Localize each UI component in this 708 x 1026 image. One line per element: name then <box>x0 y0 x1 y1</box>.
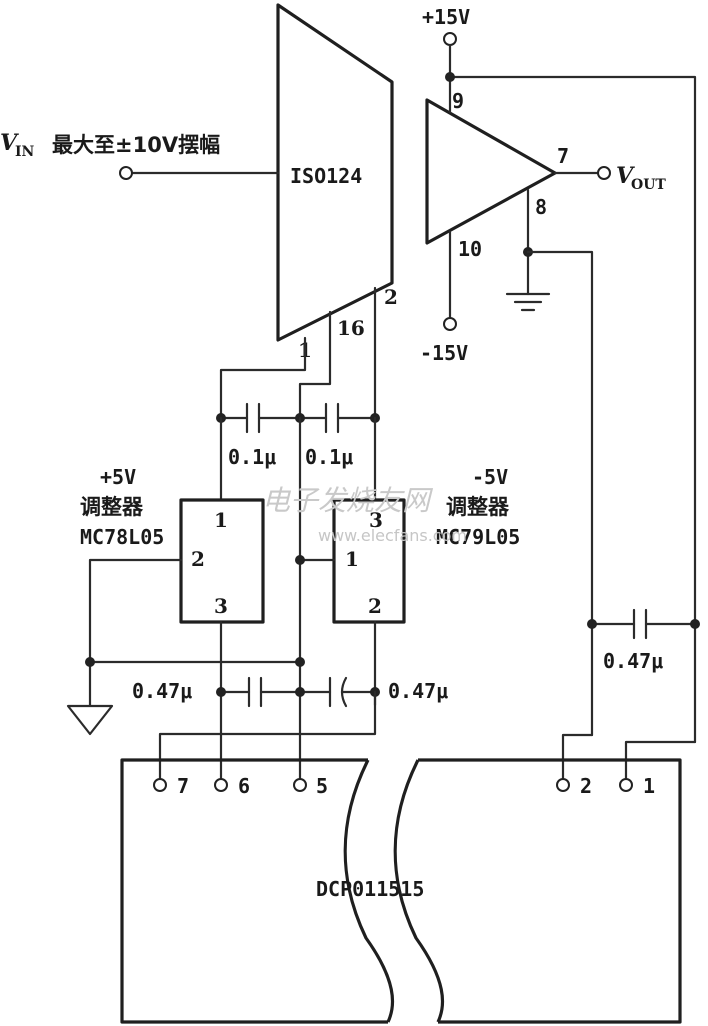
dcp-pin-1-label: 1 <box>643 774 655 798</box>
neg-reg-pin2: 2 <box>368 594 382 618</box>
pos-reg-pin2: 2 <box>191 547 205 571</box>
iso124-label: ISO124 <box>290 164 362 188</box>
dcp-pin-2 <box>556 778 570 792</box>
chassis-ground-icon <box>66 704 114 736</box>
vout-subscript: OUT <box>631 177 666 193</box>
neg15v-label: -15V <box>420 341 468 365</box>
input-terminal <box>119 166 133 180</box>
dcp-pin-6-label: 6 <box>238 774 250 798</box>
dcp-pin-7-label: 7 <box>177 774 189 798</box>
junction-dot <box>295 657 305 667</box>
dcp-body-right <box>418 758 682 1024</box>
c5-value: 0.47μ <box>603 649 663 673</box>
dcp-pin2-wire <box>561 733 594 780</box>
watermark-title: 电子发烧友网 <box>262 484 434 517</box>
iso124-pin-2: 2 <box>384 285 398 309</box>
opamp-pin-9: 9 <box>452 89 464 113</box>
pos-reg-type: 调整器 <box>80 495 144 519</box>
dcp-pin-1 <box>619 778 633 792</box>
dcp-pin7-wire <box>158 690 377 780</box>
pos-reg-pin2-wire <box>88 558 183 707</box>
iso124-body <box>276 3 394 342</box>
dcp-pin-2-label: 2 <box>580 774 592 798</box>
junction-dot <box>587 619 597 629</box>
neg-reg-pin1: 1 <box>345 547 359 571</box>
opamp-pin-7: 7 <box>557 144 569 168</box>
watermark-url: www.elecfans.com <box>318 526 467 545</box>
dcp-break-right <box>393 759 445 1023</box>
vout-label: V OUT <box>616 163 666 193</box>
iso-pin1-wire <box>219 336 307 420</box>
pos15v-terminal <box>443 32 457 46</box>
dcp-pin-5 <box>293 778 307 792</box>
c2-value: 0.1μ <box>305 445 353 469</box>
iso124-pin-16: 16 <box>337 316 365 340</box>
gnd-to-dcp-wire <box>526 250 594 737</box>
junction-dot <box>690 619 700 629</box>
neg-reg-type: 调整器 <box>446 495 510 519</box>
dcp-pin-6 <box>214 778 228 792</box>
pos-reg-part: MC78L05 <box>80 525 164 549</box>
vin-subscript: IN <box>15 144 35 160</box>
dcp-label: DCP011515 <box>316 877 424 901</box>
vin-range-text: 最大至±10V摆幅 <box>52 133 220 157</box>
vout-letter: V <box>616 163 635 189</box>
junction-dot <box>85 657 95 667</box>
neg-reg-pin3: 3 <box>369 508 383 532</box>
pos-reg-voltage: +5V <box>100 465 136 489</box>
c1-value: 0.1μ <box>228 445 276 469</box>
dcp-pin1-wire <box>624 740 697 780</box>
output-terminal <box>597 166 611 180</box>
neg15v-terminal <box>443 317 457 331</box>
dcp-break-left <box>343 759 395 1023</box>
opamp-pin-10: 10 <box>458 237 482 261</box>
dcp-body-left <box>120 758 388 1024</box>
pos-reg-pin1: 1 <box>214 508 228 532</box>
pos-reg-pin3: 3 <box>214 594 228 618</box>
c3-value: 0.47μ <box>132 679 192 703</box>
neg-reg-voltage: -5V <box>472 465 508 489</box>
opamp-pin-8: 8 <box>535 195 547 219</box>
dcp-pin-7 <box>153 778 167 792</box>
c4-value: 0.47μ <box>388 679 448 703</box>
junction-dot <box>445 72 455 82</box>
dcp-pin-5-label: 5 <box>316 774 328 798</box>
vin-letter: V <box>0 130 19 156</box>
input-label: V IN 最大至±10V摆幅 <box>0 130 220 160</box>
iso-pin16-wire <box>298 310 332 420</box>
junction-dot <box>295 687 305 697</box>
opamp-body <box>425 98 557 245</box>
neg-reg-part: MC79L05 <box>436 525 520 549</box>
junction-dot <box>295 555 305 565</box>
pos15v-label: +15V <box>422 5 470 29</box>
pos15v-to-dcp-wire <box>448 75 697 744</box>
junction-dot <box>216 687 226 697</box>
